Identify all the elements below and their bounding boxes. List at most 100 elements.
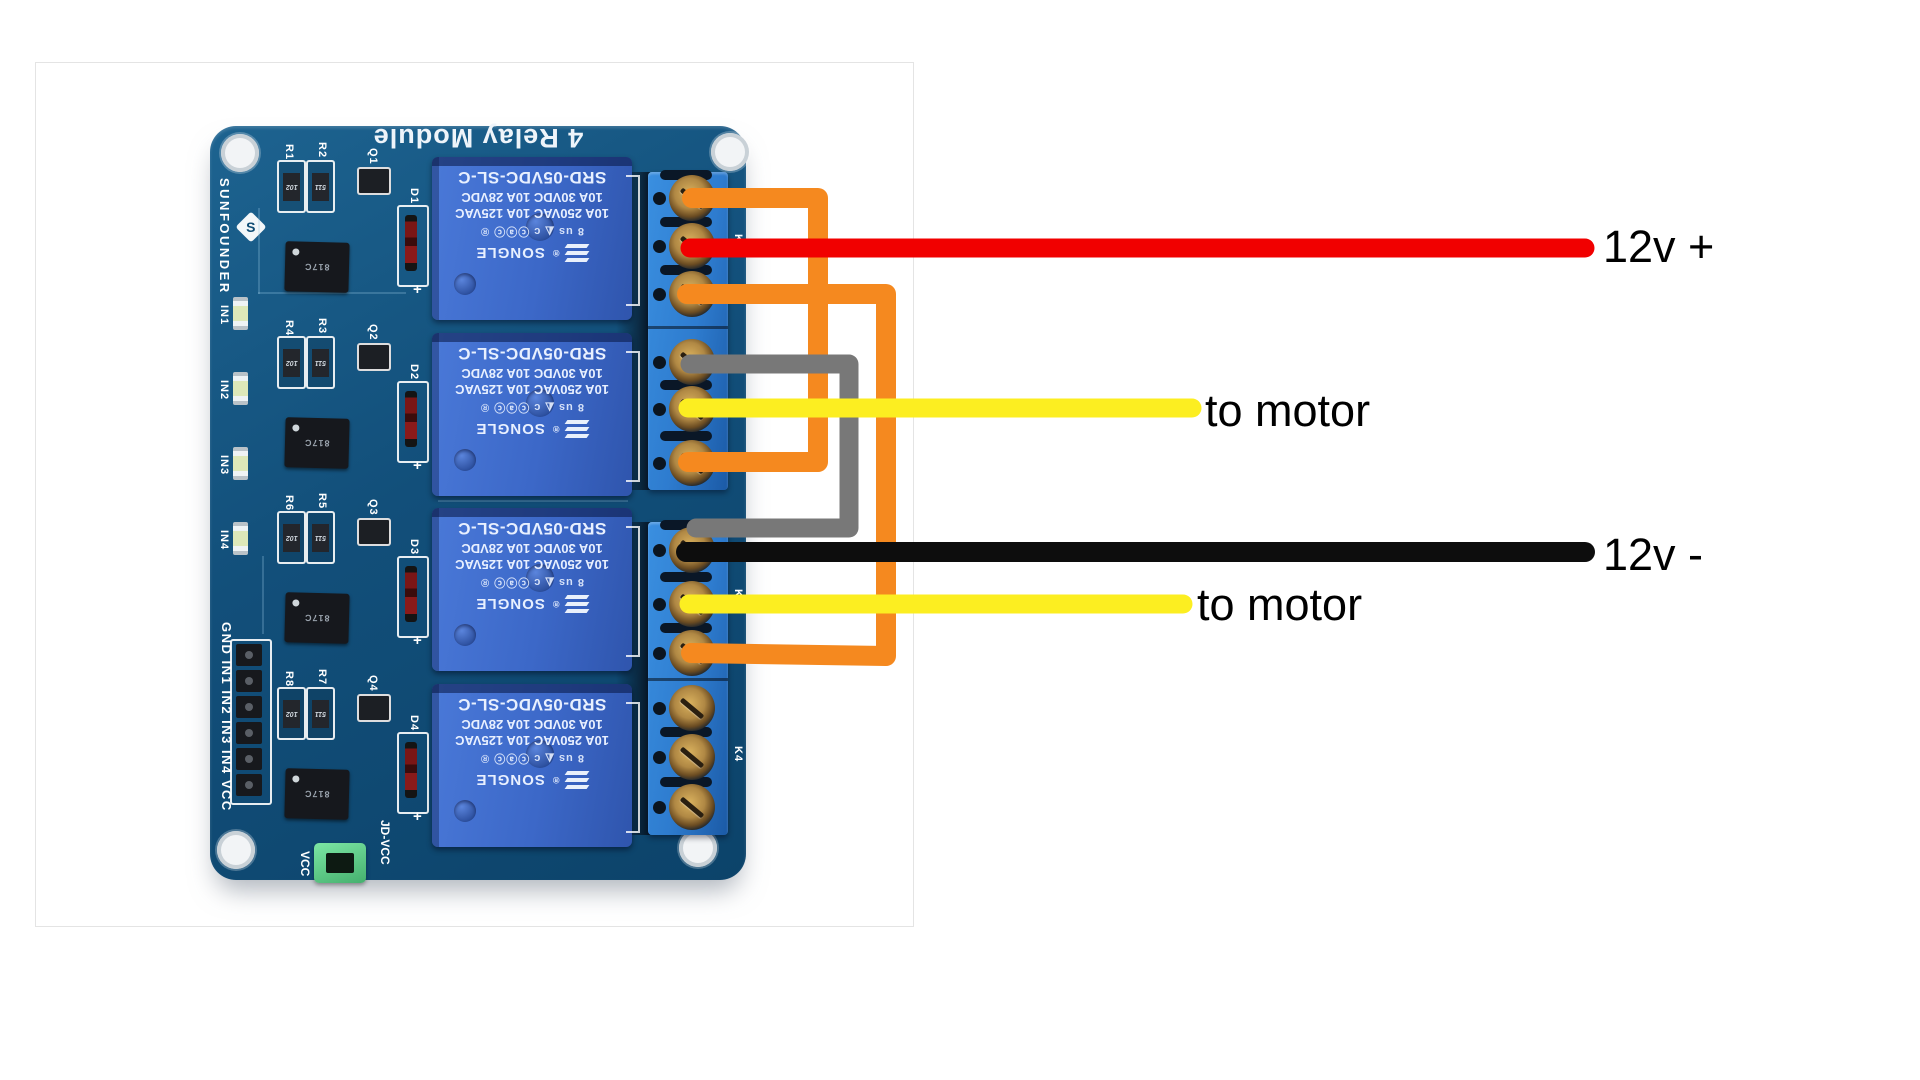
relay-brand-row: ®SONGLE [432,771,632,789]
resistor: 102 [277,511,306,564]
relay-bevel [432,333,632,342]
diode-outline [397,205,429,287]
resistor-code: 511 [314,534,327,541]
resistor-label: R3 [316,318,328,335]
relay-model: SRD-05VDC-SL-C [457,695,607,714]
relay-rating: 10A 250VAC 10A 125VAC [455,557,609,572]
optocoupler-code: 817C [304,612,330,624]
relay-bevel [432,684,632,693]
plus-mark: + [413,632,422,649]
diode-outline [397,381,429,463]
relay-dimple [454,449,476,471]
relay-brand-row: ®SONGLE [432,595,632,613]
input-led [233,522,248,555]
terminal-screw [669,527,715,573]
terminal-divider [660,431,712,441]
relay-model: SRD-05VDC-SL-C [457,168,607,187]
songle-stripes-icon [565,420,590,438]
terminal-seam [648,678,728,681]
terminal-screw [669,734,715,780]
terminal-divider [660,777,712,787]
diode [405,391,417,447]
terminal-dot [653,356,666,369]
optocoupler-code: 817C [304,261,330,273]
diode-label: D4 [408,715,420,732]
jumper-slot [326,853,354,873]
terminal-screw [669,339,715,385]
brand-text: SUNFOUNDER [217,178,232,295]
diode [405,742,417,798]
pin1-dot [292,599,300,607]
plus-mark: + [413,281,422,298]
transistor [357,167,391,195]
terminal-dot [653,801,666,814]
pin1-dot [292,424,300,432]
input-led [233,447,248,480]
resistor: 511 [306,160,335,213]
relay-bevel [432,157,632,166]
terminal-dot [653,751,666,764]
relay-rating: 10A 30VDC 10A 28VDC [461,541,603,556]
relay-dimple [454,800,476,822]
vcc-jumper [314,843,366,883]
header-pin [236,774,262,796]
terminal-screw [669,630,715,676]
led-label: IN3 [218,455,230,476]
relay-rating: 10A 30VDC 10A 28VDC [461,717,603,732]
jdvcc-label: JD-VCC [378,820,392,865]
relay-rating: 10A 30VDC 10A 28VDC [461,190,603,205]
resistor-code: 511 [314,710,327,717]
header-pin [236,696,262,718]
relay-brand: SONGLE [475,420,545,438]
resistor-code: 102 [285,183,298,190]
transistor-label: Q4 [367,675,379,692]
pin-header-outline [230,639,272,805]
terminal-divider [660,572,712,582]
led-label: IN1 [218,305,230,326]
resistor: 511 [306,511,335,564]
relay-model: SRD-05VDC-SL-C [457,519,607,538]
optocoupler: 817C [284,241,350,293]
relay-k1: SRD-05VDC-SL-C 10A 30VDC 10A 28VDC 10A 2… [432,157,632,320]
terminal-screw [669,581,715,627]
transistor-label: Q3 [367,499,379,516]
resistor-code: 102 [285,534,298,541]
relay-cert-marks: 8 us ◭ c ⓒⓐⓒ ® [480,576,584,588]
resistor-label: R2 [316,142,328,159]
relay-k2: SRD-05VDC-SL-C 10A 30VDC 10A 28VDC 10A 2… [432,333,632,496]
relay-dimple [526,389,554,417]
terminal-screw [669,175,715,221]
mounting-hole [221,134,259,172]
relay-cert-marks: 8 us ◭ c ⓒⓐⓒ ® [480,752,584,764]
pcb-trace [258,292,406,294]
songle-stripes-icon [565,244,590,262]
resistor-label: R8 [283,671,295,688]
resistor-label: R7 [316,669,328,686]
diode-outline [397,556,429,638]
diode [405,566,417,622]
k-label: K1 [732,234,744,251]
optocoupler-code: 817C [304,788,330,800]
relay-bevel [432,508,632,517]
label-to-motor-a: to motor [1205,385,1371,436]
relay-dimple [454,273,476,295]
relay-bevel [432,684,439,847]
terminal-screw [669,685,715,731]
vcc-label: VCC [298,851,312,877]
header-pin [236,722,262,744]
songle-stripes-icon [565,595,590,613]
terminal-screw [669,784,715,830]
resistor-label: R4 [283,320,295,337]
terminal-dot [653,192,666,205]
led-label: IN2 [218,380,230,401]
relay-bevel [432,333,439,496]
silkscreen-bracket [626,351,640,482]
optocoupler: 817C [284,768,350,820]
resistor: 102 [277,160,306,213]
relay-brand-row: ®SONGLE [432,244,632,262]
label-12v-negative: 12v - [1603,529,1704,580]
pcb-trace [258,208,260,294]
relay-k4: SRD-05VDC-SL-C 10A 30VDC 10A 28VDC 10A 2… [432,684,632,847]
pcb-trace [262,556,264,634]
songle-stripes-icon [565,771,590,789]
